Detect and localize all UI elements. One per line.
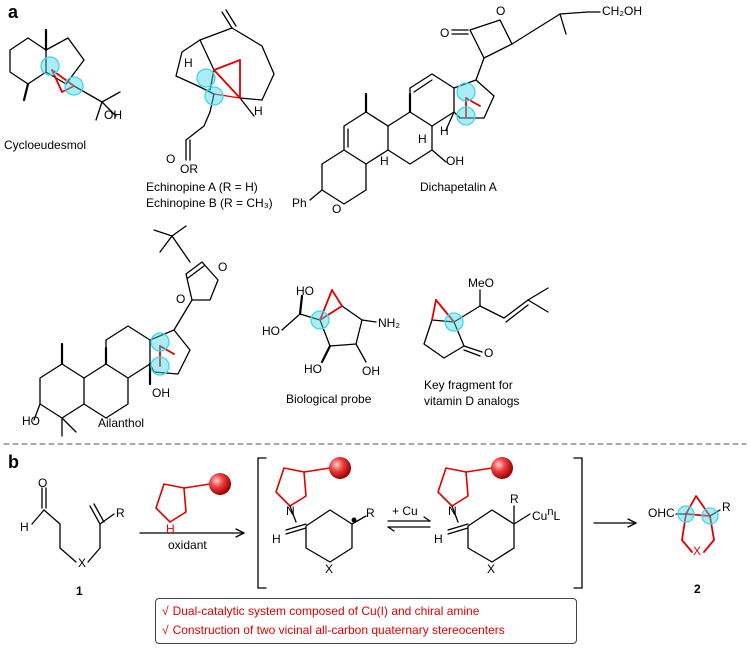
atom-label: NH₂ (378, 316, 400, 330)
atom-label: HO (304, 362, 322, 376)
atom-label: OH (362, 364, 380, 378)
atom-label: OHC (648, 506, 675, 520)
atom-label: OH (446, 154, 464, 168)
atom-label: O (484, 346, 494, 360)
atom-label: Ph (292, 196, 307, 210)
atom-label: H (254, 104, 263, 118)
checkmark-icon: √ (162, 623, 169, 637)
notes-box: √Dual-catalytic system composed of Cu(I)… (155, 598, 577, 644)
quaternary-center-marker (40, 56, 60, 76)
chiral-sphere (209, 473, 231, 495)
atom-label: MeO (468, 276, 495, 290)
atom-label: O (496, 4, 506, 18)
atom-label: H (380, 154, 389, 168)
quaternary-center-marker (701, 507, 719, 525)
atom-label: N (286, 504, 295, 518)
compound-name: Key fragment for (424, 378, 513, 392)
intermediate-bracket (257, 457, 267, 589)
chiral-sphere (491, 457, 513, 479)
biological-probe-structure (281, 289, 377, 364)
compound-name: Echinopine B (R = CH₃) (146, 196, 273, 210)
atom-label: X (78, 556, 87, 570)
atom-label: X (487, 562, 496, 576)
panel-label-b: b (8, 452, 19, 472)
atom-label: X (693, 544, 702, 558)
atom-label: OR (180, 162, 198, 176)
atom-label: OH (152, 386, 170, 400)
atom-label: OH (104, 108, 122, 122)
quaternary-center-marker (456, 82, 476, 102)
atom-label: X (325, 562, 334, 576)
cycloeudesmol-structure (9, 28, 121, 121)
quaternary-center-marker (456, 106, 476, 126)
substrate-1-structure (31, 487, 115, 563)
atom-label: N (448, 504, 457, 518)
atom-label: H (272, 532, 281, 546)
atom-label: HO (22, 414, 40, 428)
compound-name: Cycloeudesmol (4, 138, 87, 152)
panel-label-a: a (8, 2, 19, 22)
note-item: √Construction of two vicinal all-carbon … (162, 623, 505, 637)
copper-label: CunL (532, 506, 561, 523)
quaternary-center-marker (150, 356, 170, 376)
quaternary-center-marker (444, 312, 464, 332)
equilibrium-label: + Cu (392, 504, 418, 518)
checkmark-icon: √ (162, 604, 169, 618)
amine-catalyst-structure (155, 483, 211, 523)
atom-label: HO (262, 324, 280, 338)
quaternary-center-marker (204, 86, 224, 106)
quaternary-center-marker (64, 76, 84, 96)
atom-label: H (166, 522, 175, 536)
atom-label: R (722, 500, 731, 514)
intermediate-radical-structure (275, 467, 367, 563)
atom-label: O (176, 292, 186, 306)
compound-number-1: 1 (76, 584, 83, 598)
atom-label: H (440, 124, 449, 138)
ailanthol-structure (33, 225, 219, 437)
atom-label: H (418, 132, 427, 146)
equilibrium-arrows (387, 516, 431, 532)
compound-name: Echinopine A (R = H) (146, 180, 258, 194)
atom-label: R (366, 506, 375, 520)
compound-name: Ailanthol (98, 416, 145, 430)
vitamin-d-fragment-structure (423, 287, 549, 359)
quaternary-center-marker (310, 310, 330, 330)
intermediate-bracket (573, 457, 583, 589)
note-item: √Dual-catalytic system composed of Cu(I)… (162, 604, 480, 618)
compound-name: Biological probe (286, 392, 372, 406)
compound-name: vitamin D analogs (424, 394, 520, 408)
reagent-label: oxidant (168, 538, 207, 552)
atom-label: CH₂OH (602, 4, 642, 18)
atom-label: H (20, 520, 29, 534)
atom-label: O (218, 260, 228, 274)
quaternary-center-marker (150, 332, 170, 352)
quaternary-center-marker (196, 68, 216, 88)
dichapetalin-a-structure (309, 11, 601, 205)
atom-label: O (38, 476, 48, 490)
compound-number-2: 2 (694, 582, 701, 596)
atom-label: HO (296, 284, 314, 298)
quaternary-center-marker (677, 505, 695, 523)
compound-name: Dichapetalin A (420, 180, 497, 194)
atom-label: H (434, 532, 443, 546)
atom-label: O (332, 202, 342, 216)
echinopine-structure (175, 9, 275, 161)
atom-label: R (116, 506, 125, 520)
atom-label: H (184, 56, 193, 70)
atom-label: O (166, 152, 176, 166)
atom-label: R (510, 492, 519, 506)
atom-label: O (440, 26, 450, 40)
intermediate-copper-structure (437, 467, 531, 563)
chiral-sphere (329, 457, 351, 479)
